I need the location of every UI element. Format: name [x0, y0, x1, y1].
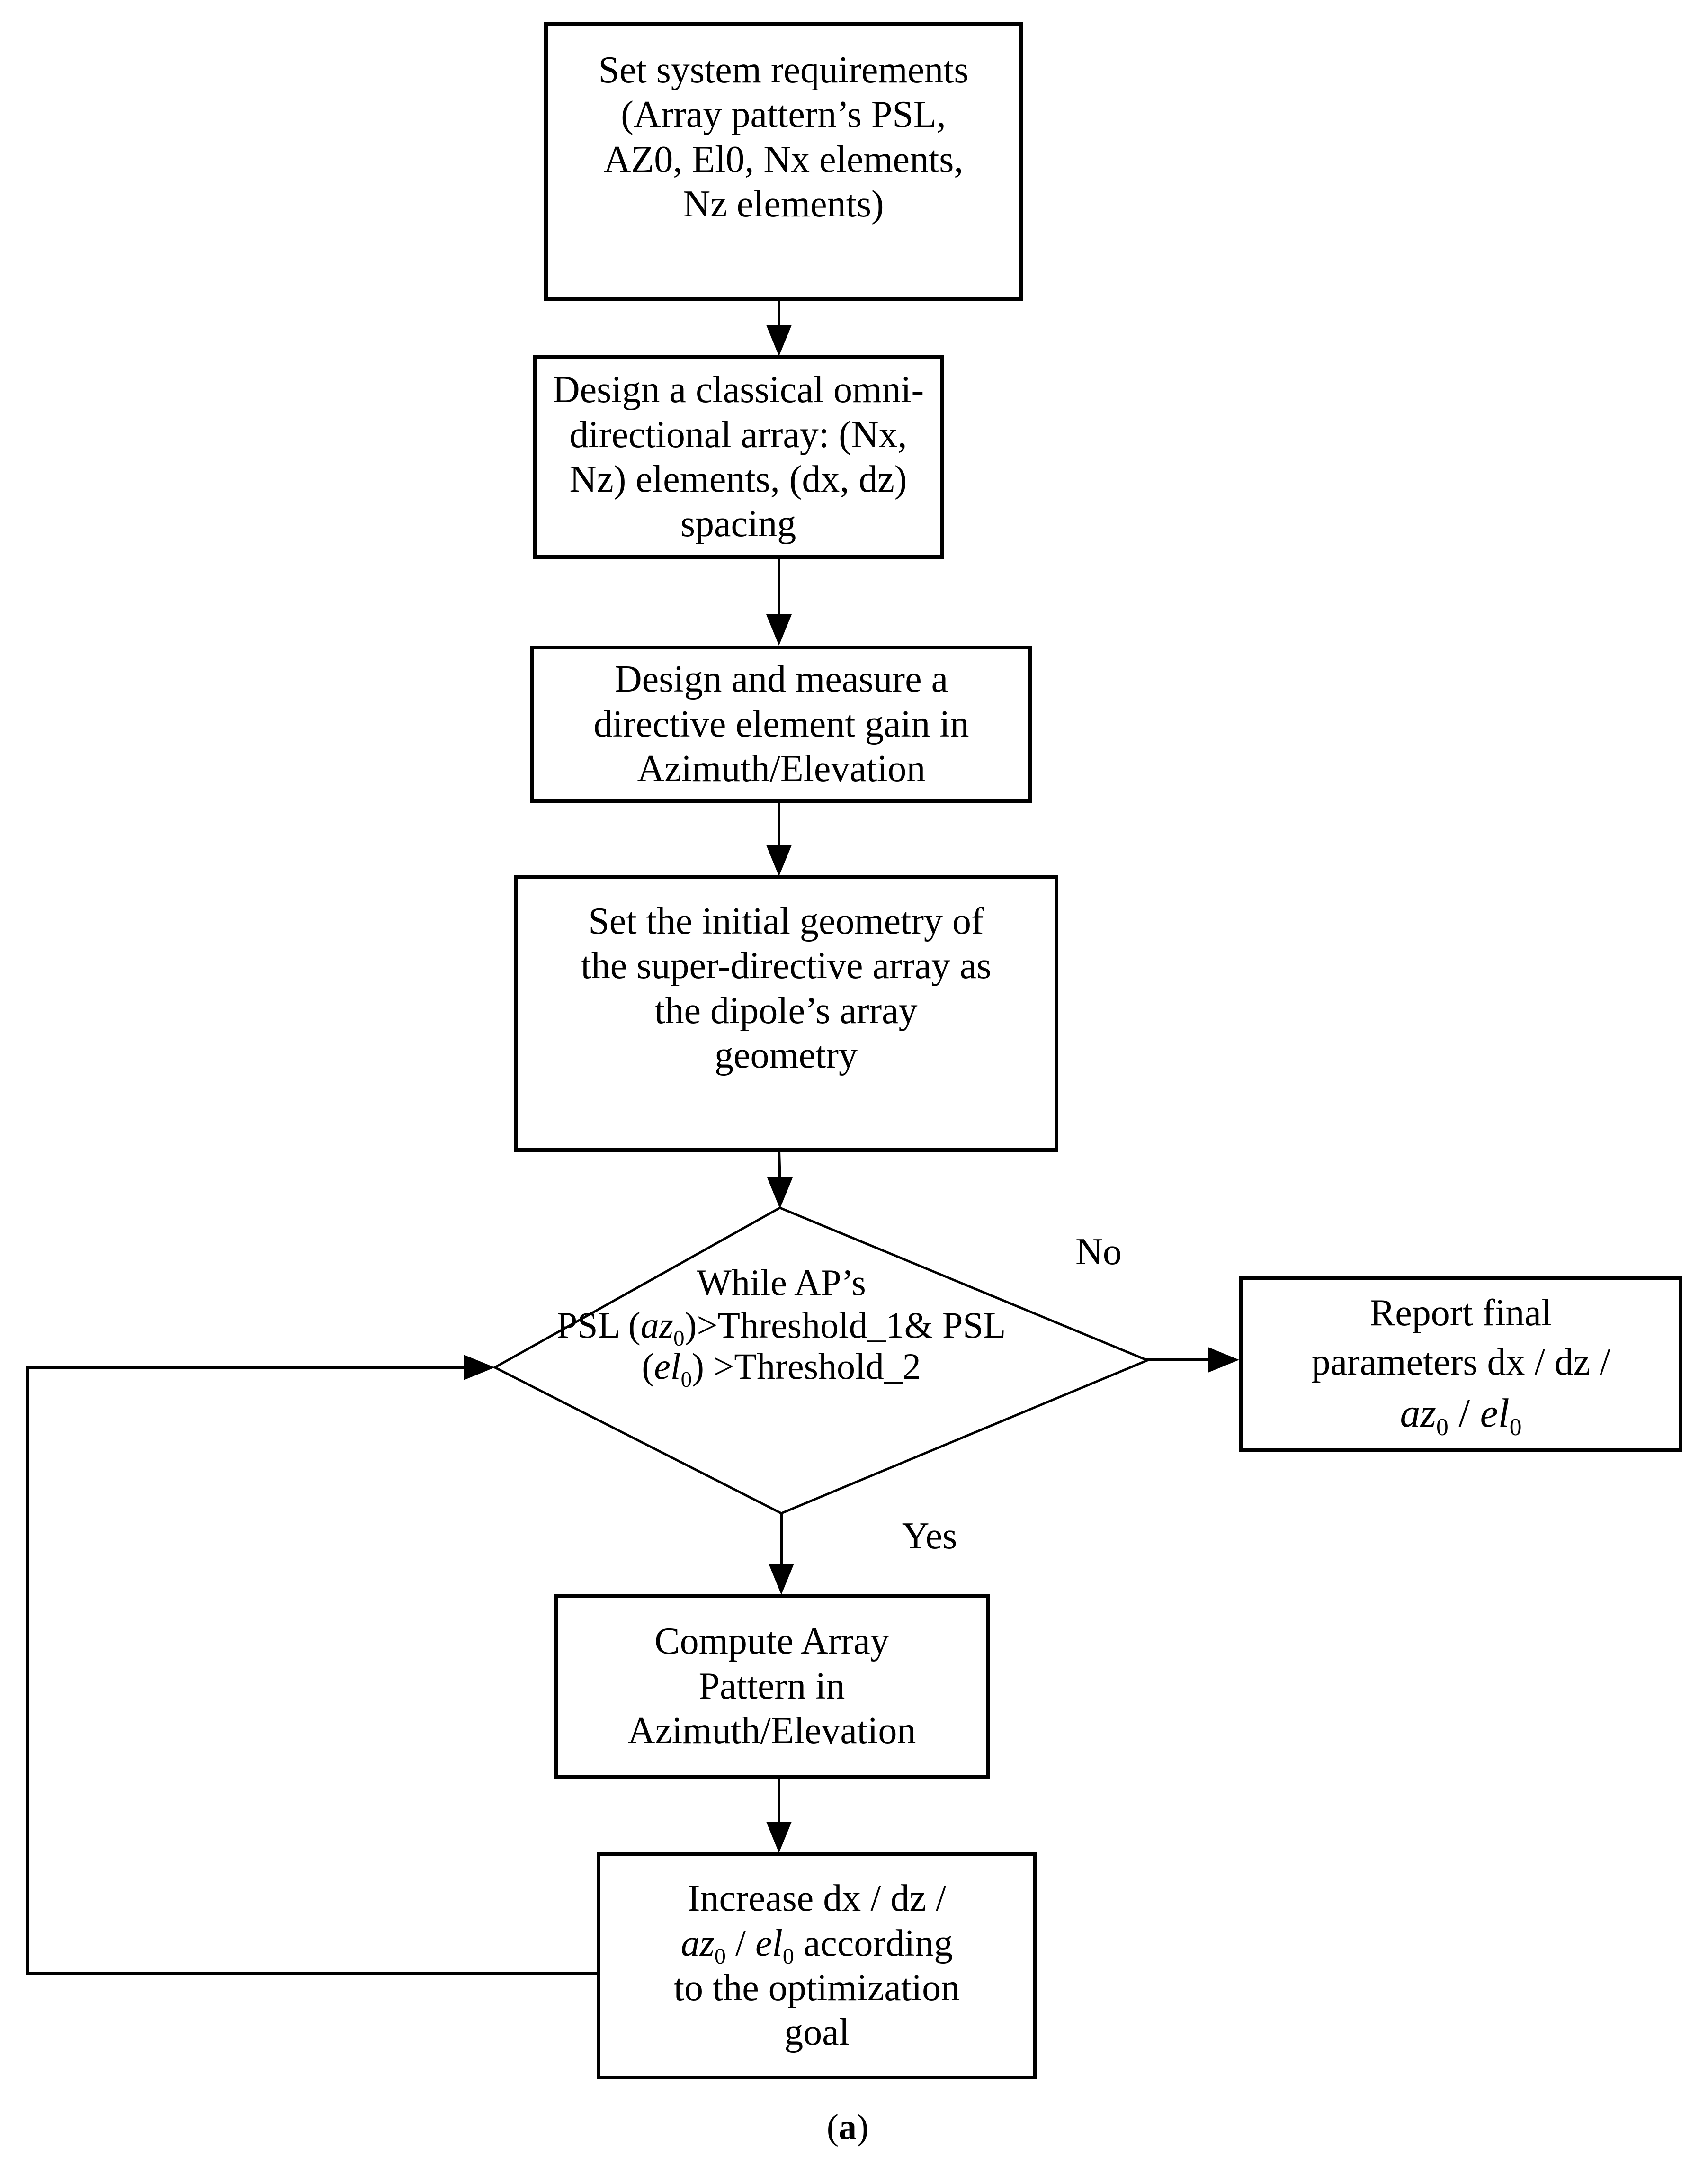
box-text-line: Nz elements): [683, 183, 884, 225]
box-text-line: Pattern in: [698, 1665, 845, 1707]
box-text-line: (Array pattern’s PSL,: [621, 94, 946, 136]
box-text-line: the dipole’s array: [654, 989, 918, 1032]
box-text-line: az0 / el0: [1400, 1390, 1522, 1441]
box-text-line: az0 / el0 according: [680, 1922, 953, 1969]
box-text-line: parameters dx / dz /: [1311, 1341, 1610, 1384]
flow-box-report-parameters: Report final parameters dx / dz / az0 / …: [1239, 1276, 1682, 1452]
box-text-line: to the optimization: [673, 1967, 960, 2009]
flow-box-omni-array: Design a classical omni- directional arr…: [533, 355, 944, 559]
box-text-line: Increase dx / dz /: [687, 1878, 947, 1920]
arrowhead-increase-icon: [766, 1822, 792, 1853]
box-text-line: spacing: [680, 503, 796, 545]
arrowhead-omni-icon: [766, 325, 792, 356]
arrowhead-compute-icon: [769, 1564, 794, 1595]
flow-box-initial-geometry: Set the initial geometry of the super-di…: [514, 875, 1058, 1152]
figure-caption: (a): [826, 2107, 869, 2147]
arrowhead-decision-icon: [767, 1177, 793, 1209]
flow-box-increase-parameters: Increase dx / dz / az0 / el0 according t…: [597, 1852, 1037, 2079]
loop-back-line: [26, 1366, 598, 1975]
box-text-line: Design and measure a: [614, 658, 948, 701]
box-text-line: geometry: [714, 1034, 858, 1077]
box-text-line: directive element gain in: [593, 703, 969, 745]
decision-diamond-shape: [492, 1206, 1151, 1515]
box-text-line: Compute Array: [654, 1620, 889, 1663]
box-text-line: goal: [784, 2012, 850, 2054]
box-text-line: Set the initial geometry of: [588, 900, 984, 942]
box-text-line: Nz) elements, (dx, dz): [569, 458, 907, 500]
flow-box-compute-pattern: Compute Array Pattern in Azimuth/Elevati…: [554, 1594, 990, 1779]
loop-back-arrowhead-icon: [464, 1355, 495, 1380]
box-text-line: the super-directive array as: [581, 945, 992, 987]
arrowhead-report-icon: [1208, 1347, 1239, 1373]
box-text-line: Azimuth/Elevation: [637, 748, 926, 790]
box-text-line: AZ0, El0, Nx elements,: [603, 138, 964, 180]
box-text-line: Design a classical omni-: [552, 369, 924, 411]
box-text-line: Report final: [1369, 1292, 1552, 1334]
flow-box-requirements: Set system requirements (Array pattern’s…: [544, 22, 1023, 301]
flow-box-directive-element: Design and measure a directive element g…: [530, 646, 1032, 803]
arrowhead-geometry-icon: [766, 845, 792, 876]
box-text-line: Set system requirements: [598, 49, 969, 91]
box-text-line: directional array: (Nx,: [569, 413, 907, 456]
branch-label-no: No: [1075, 1231, 1122, 1273]
box-text-line: Azimuth/Elevation: [627, 1710, 916, 1752]
arrowhead-directive-icon: [766, 614, 792, 646]
branch-label-yes: Yes: [902, 1515, 957, 1557]
